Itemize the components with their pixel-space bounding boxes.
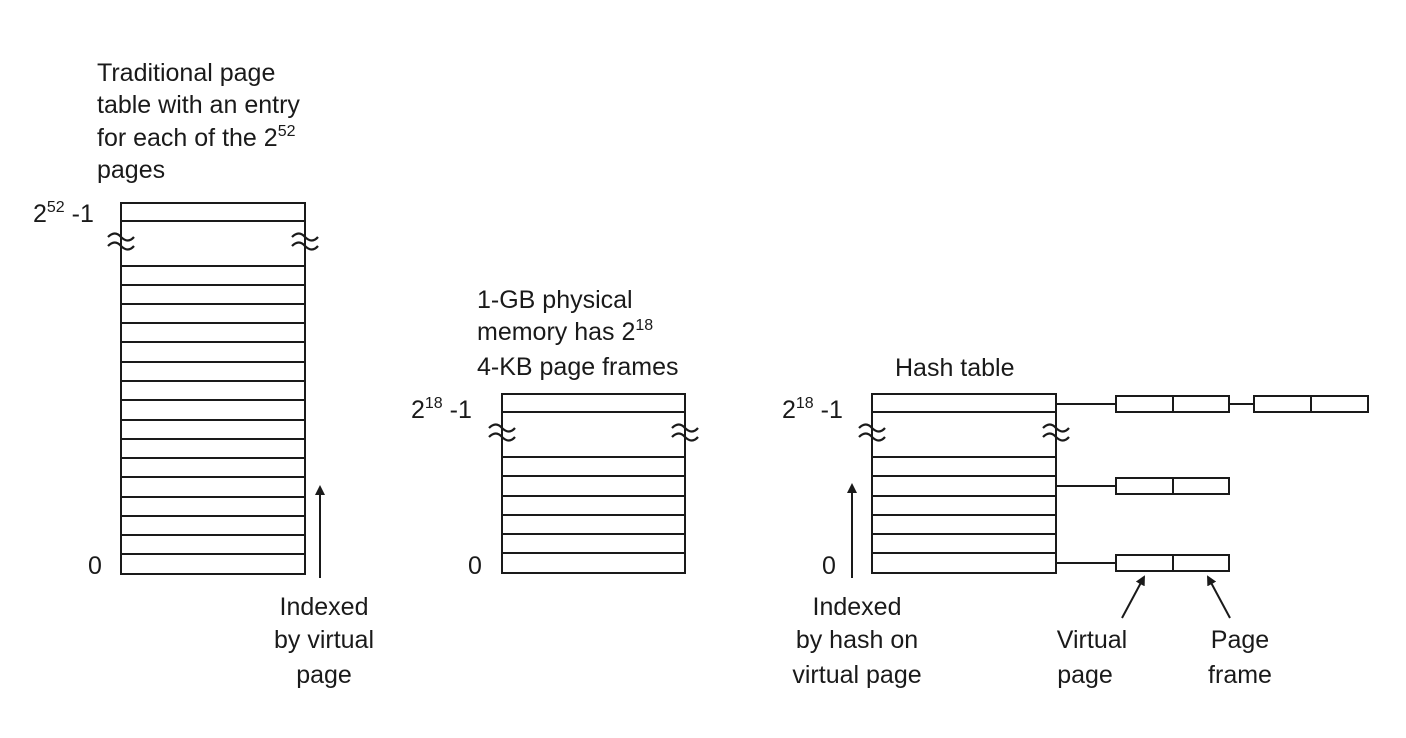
traditional-index-note-line-1: Indexed [280,593,369,621]
virtual-page-arrow [1121,575,1145,619]
chain-entry [1115,395,1230,413]
chain-entry [1115,477,1230,495]
physical-top-frame [501,393,686,413]
hash-index-note-line-3: virtual page [792,661,921,689]
hash-row-dividers [872,475,1056,554]
hash-table: Hash table 218 -1 0 Indexed by hash on v… [782,354,1369,689]
chain-entry [1115,554,1230,572]
virtual-page-label-line-2: page [1057,661,1113,689]
physical-caption-exponent: 18 [635,317,653,334]
hash-chain-middle [1056,477,1230,495]
virtual-page-label-line-1: Virtual [1057,626,1127,654]
traditional-index-note-line-2: by virtual [274,626,374,654]
traditional-top-index-label: 252 -1 [33,199,94,228]
physical-row-dividers [502,475,685,554]
traditional-break-mark-left [107,232,135,251]
hash-chain-bottom [1056,554,1230,572]
hash-index-note-line-1: Indexed [813,593,902,621]
page-frame-arrow [1207,575,1231,619]
hash-table-caption: Hash table [895,354,1015,382]
traditional-page-table: Traditional page table with an entry for… [33,59,374,689]
hash-index-note-line-2: by hash on [796,626,918,654]
hash-break-mark-right [1042,423,1070,442]
physical-caption-line-2: memory has 218 [477,317,653,346]
physical-memory: 1-GB physical memory has 218 4-KB page f… [411,286,699,580]
traditional-bottom-index-label: 0 [88,552,102,580]
traditional-index-note-line-3: page [296,661,352,689]
chain-entry [1253,395,1369,413]
traditional-caption-exponent: 52 [278,123,296,140]
traditional-caption-line-1: Traditional page [97,59,275,87]
traditional-caption-line-2: table with an entry [97,91,300,119]
physical-caption-line-3: 4-KB page frames [477,353,679,381]
hash-top-index-label: 218 -1 [782,395,843,424]
physical-bottom-index-label: 0 [468,552,482,580]
physical-break-mark-right [671,423,699,442]
traditional-caption-line-3: for each of the 252 [97,123,296,152]
physical-break-mark-left [488,423,516,442]
hash-chain-top [1056,395,1369,413]
traditional-caption-line-4: pages [97,156,165,184]
traditional-break-mark-right [291,232,319,251]
hash-bottom-index-label: 0 [822,552,836,580]
physical-top-index-label: 218 -1 [411,395,472,424]
physical-caption-line-1: 1-GB physical [477,286,633,314]
traditional-row-dividers [121,284,305,555]
hash-break-mark-left [858,423,886,442]
page-frame-label-line-1: Page [1211,626,1269,654]
page-frame-label-line-2: frame [1208,661,1272,689]
traditional-top-entry [120,202,306,222]
hash-top-bucket [871,393,1057,413]
